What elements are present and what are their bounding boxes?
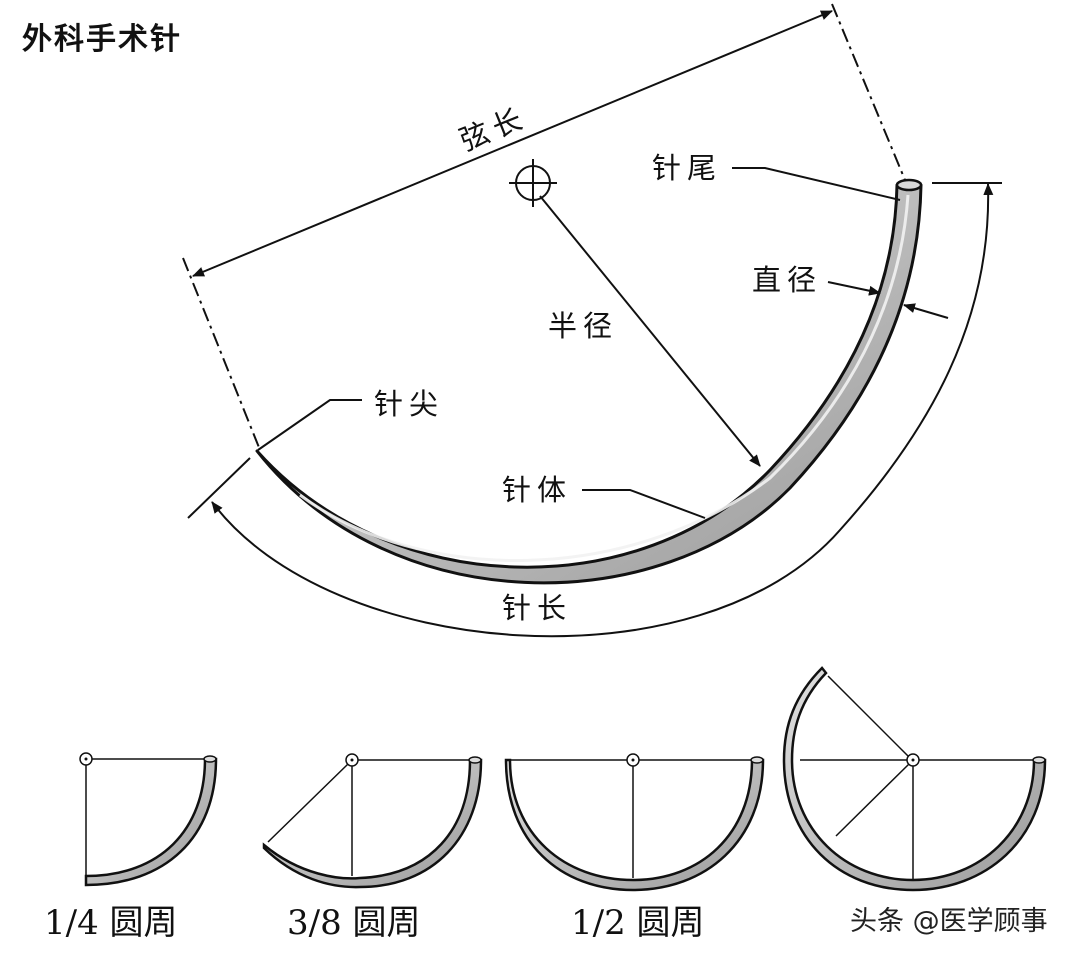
- caption-three-eighths: 3/8 圆周: [287, 903, 421, 943]
- tail-label: 针尾: [652, 151, 722, 185]
- length-tick-left: [187, 457, 251, 519]
- body-leader: [582, 489, 706, 519]
- needle-body: [255, 183, 923, 585]
- length-label: 针长: [502, 591, 572, 625]
- needle-highlight-line: [299, 194, 910, 562]
- needle-tail-cap: [895, 178, 923, 192]
- diameter-arrow-right: [903, 303, 949, 319]
- chord-label: 弦长: [455, 100, 533, 158]
- tip-leader: [257, 399, 362, 451]
- tail-leader: [732, 167, 901, 201]
- caption-half: 1/2 圆周: [571, 903, 705, 943]
- chord-extension-right: [831, 3, 906, 181]
- variant-three-eighths-circle: [262, 753, 483, 889]
- center-crosshair-icon: [509, 159, 557, 207]
- body-label: 针体: [502, 473, 572, 507]
- radius-label: 半径: [548, 309, 618, 343]
- variant-quarter-circle: [79, 752, 218, 887]
- chord-extension-left: [182, 257, 261, 451]
- page-title: 外科手术针: [22, 22, 182, 57]
- caption-quarter: 1/4 圆周: [44, 903, 178, 943]
- variant-five-eighths-circle: [782, 666, 1047, 892]
- watermark-text: 头条 @医学顾事: [850, 906, 1048, 937]
- diameter-arrow-left: [827, 281, 881, 296]
- tip-label: 针尖: [374, 387, 444, 421]
- variant-half-circle: [504, 753, 765, 892]
- diameter-label: 直径: [752, 263, 822, 297]
- chord-arrow: [192, 10, 833, 277]
- needle-length-arrow: [211, 183, 994, 638]
